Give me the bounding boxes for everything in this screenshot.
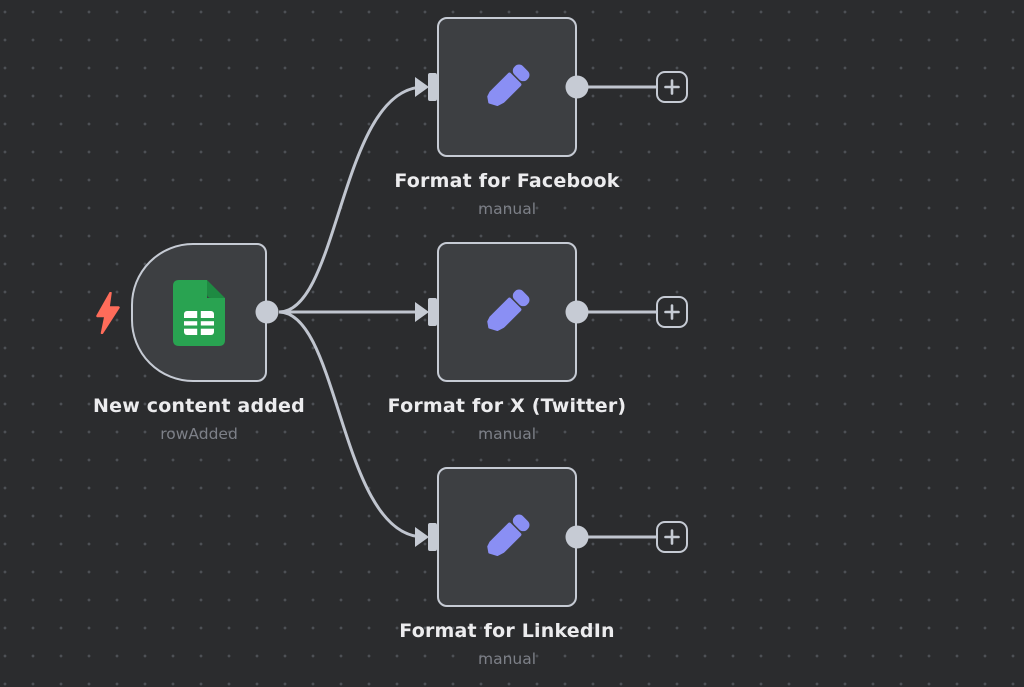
input-port-linkedin[interactable]: [415, 523, 437, 551]
node-title: Format for X (Twitter): [387, 395, 627, 417]
trigger-node-subtitle: rowAdded: [160, 425, 238, 443]
plus-icon: [664, 79, 680, 95]
pencil-icon: [487, 64, 530, 107]
node-subtitle: manual: [477, 650, 537, 668]
add-node-button-facebook[interactable]: [656, 71, 688, 103]
edge-trigger-to-facebook[interactable]: [278, 85, 425, 314]
add-node-button-x-twitter[interactable]: [656, 296, 688, 328]
lightning-bolt-icon: [96, 292, 120, 334]
node-subtitle: manual: [477, 425, 537, 443]
node-title: Format for Facebook: [394, 170, 620, 192]
output-port-x-twitter[interactable]: [565, 300, 589, 324]
plus-icon: [664, 304, 680, 320]
node-format-for-facebook[interactable]: [437, 17, 577, 157]
google-sheets-icon: [173, 279, 225, 346]
node-format-for-linkedin[interactable]: [437, 467, 577, 607]
node-subtitle: manual: [477, 200, 537, 218]
output-port-linkedin[interactable]: [565, 525, 589, 549]
plus-icon: [664, 529, 680, 545]
edge-trigger-to-linkedin[interactable]: [278, 310, 425, 539]
node-title: Format for LinkedIn: [399, 620, 615, 642]
add-node-button-linkedin[interactable]: [656, 521, 688, 553]
output-port-trigger[interactable]: [255, 300, 279, 324]
node-format-for-x-twitter[interactable]: [437, 242, 577, 382]
pencil-icon: [487, 514, 530, 557]
input-port-facebook[interactable]: [415, 73, 437, 101]
output-port-facebook[interactable]: [565, 75, 589, 99]
trigger-node-title: New content added: [93, 395, 305, 417]
trigger-node-new-content-added[interactable]: [131, 243, 267, 382]
pencil-icon: [487, 289, 530, 332]
input-port-x-twitter[interactable]: [415, 298, 437, 326]
